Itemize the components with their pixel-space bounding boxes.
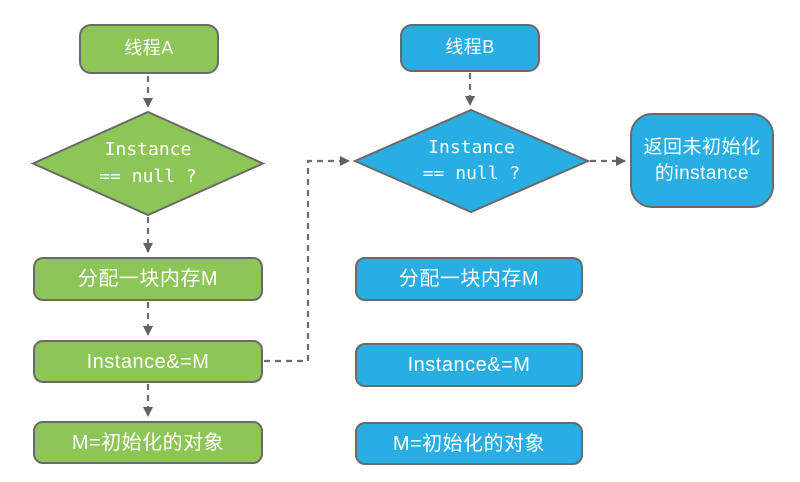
thread-b-start-node: 线程B — [400, 24, 540, 72]
thread-a-step-assign-node: Instance&=M — [33, 340, 263, 383]
connector-step2-a-to-decision-b — [264, 156, 350, 363]
return-node-line2: 的instance — [654, 162, 750, 184]
return-uninitialized-instance-node: 返回未初始化 的instance — [630, 113, 774, 208]
thread-a-step-init-node: M=初始化的对象 — [33, 421, 263, 464]
thread-a-step-assign-label: Instance&=M — [86, 350, 210, 373]
thread-b-step-assign-node: Instance&=M — [355, 343, 583, 387]
thread-a-title: 线程A — [124, 38, 174, 59]
return-node-line1: 返回未初始化 — [643, 136, 761, 158]
thread-b-step-allocate-label: 分配一块内存M — [398, 268, 540, 290]
thread-a-start-node: 线程A — [79, 24, 219, 74]
thread-b-step-allocate-node: 分配一块内存M — [355, 257, 583, 301]
thread-b-title: 线程B — [445, 37, 495, 58]
thread-a-step-allocate-label: 分配一块内存M — [77, 268, 219, 290]
thread-a-decision-diamond — [30, 110, 266, 217]
thread-a-step-allocate-node: 分配一块内存M — [33, 257, 263, 301]
thread-a-step-init-label: M=初始化的对象 — [71, 431, 225, 454]
thread-b-step-assign-label: Instance&=M — [407, 354, 531, 376]
thread-b-step-init-label: M=初始化的对象 — [392, 432, 546, 455]
thread-b-decision-diamond — [352, 108, 591, 214]
thread-b-step-init-node: M=初始化的对象 — [355, 422, 583, 465]
